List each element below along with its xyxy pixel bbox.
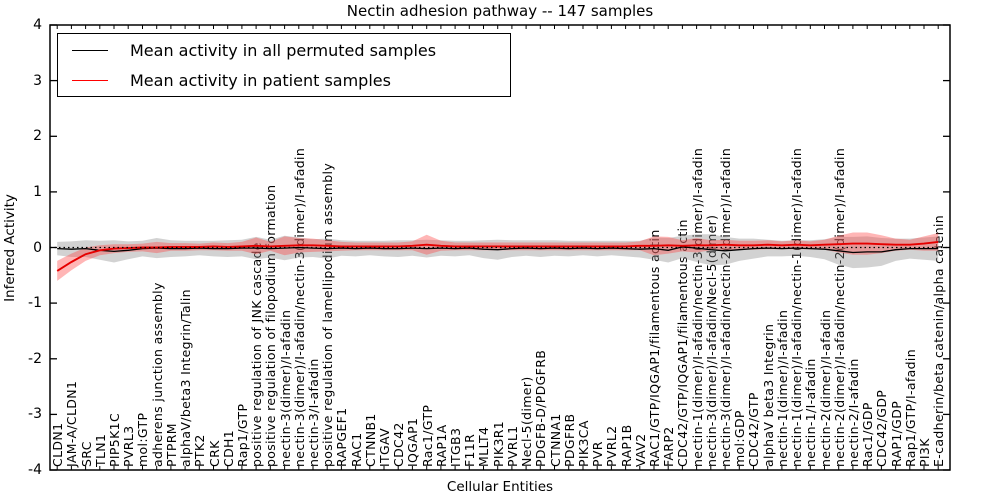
x-tick-label: PVRL2 <box>604 425 620 467</box>
x-tick-label: PIK3R1 <box>490 420 506 467</box>
y-tick-label: -2 <box>28 350 42 367</box>
x-tick-label: positive regulation of JNK cascade <box>249 242 265 467</box>
x-tick-label: nectin-3(dimer)/I-afadin <box>277 309 293 467</box>
x-tick-label: mol:GTP <box>135 412 151 467</box>
x-tick-label: RAP1B <box>618 424 634 467</box>
x-tick-label: F11R <box>462 433 478 467</box>
x-tick-label: VAV2 <box>632 433 648 467</box>
x-tick-label: CTNNB1 <box>362 413 378 467</box>
x-tick-label: PIP5K1C <box>107 412 123 467</box>
x-tick-label: nectin-2(dimer)/I-afadin <box>817 309 833 467</box>
x-tick-label: alphaV/beta3 Integrin/Talin <box>178 289 194 467</box>
x-tick-label: PVRL3 <box>121 425 137 467</box>
x-tick-label: PI3K <box>916 438 932 467</box>
y-tick-label: 0 <box>33 239 42 256</box>
x-tick-label: nectin-1(dimer)/I-afadin/nectin-3(dimer)… <box>689 147 705 467</box>
y-tick-label: -4 <box>28 462 42 478</box>
x-tick-label: PIK3CA <box>575 420 591 467</box>
x-tick-label: RAC1/GTP/IQGAP1/filamentous actin <box>647 229 662 467</box>
x-tick-label: PDGFB-D/PDGFRB <box>533 349 549 467</box>
x-tick-label: FARP2 <box>661 426 677 467</box>
x-tick-label: RAPGEF1 <box>334 407 350 467</box>
legend-entry-permuted: Mean activity in all permuted samples <box>58 36 510 64</box>
x-tick-label: positive regulation of filopodium format… <box>263 184 279 467</box>
x-tick-label: nectin-3(dimer)/I-afadin/Necl-5(dimer) <box>703 214 719 467</box>
x-tick-label: PVRL1 <box>504 425 520 467</box>
x-tick-label: Rap1/GTP <box>234 403 250 467</box>
x-tick-label: TLN1 <box>92 433 108 467</box>
x-tick-label: CDC42/GDP <box>874 389 890 467</box>
x-tick-label: SRC <box>78 441 94 467</box>
x-tick-label: CDH1 <box>220 429 236 467</box>
x-tick-label: CDC42/GTP/IQGAP1/filamentous actin <box>675 219 691 467</box>
permuted-line-swatch <box>72 49 108 51</box>
legend-entry-patient: Mean activity in patient samples <box>58 66 510 94</box>
x-tick-label: Rac1/GDP <box>860 402 876 467</box>
x-tick-label: RAP1/GDP <box>888 400 904 467</box>
legend-label-patient: Mean activity in patient samples <box>130 70 391 90</box>
y-tick-label: 1 <box>33 183 42 200</box>
x-tick-label: CLDN1 <box>50 422 66 467</box>
x-tick-label: nectin-1(dimer)/I-afadin <box>774 309 790 467</box>
y-tick-label: 4 <box>33 17 42 33</box>
x-tick-label: positive regulation of lamellipodium ass… <box>320 162 336 467</box>
x-tick-label: CDC42 <box>391 422 407 467</box>
x-tick-label: Rac1/GTP <box>419 404 435 467</box>
x-tick-label: nectin-3/I-afadin <box>305 358 321 467</box>
x-tick-label: PTK2 <box>192 434 208 467</box>
x-tick-label: E-cadherin/beta catenin/alpha catenin <box>931 214 947 467</box>
x-tick-label: ITGAV <box>377 427 393 467</box>
x-tick-label: RAP1A <box>433 424 449 467</box>
y-tick-label: 2 <box>33 128 42 145</box>
x-tick-label: JAM-A/CLDN1 <box>64 380 80 467</box>
x-tick-label: ITGB3 <box>448 427 464 467</box>
x-tick-label: alphaV beta3 Integrin <box>760 323 776 467</box>
x-tick-label: IQGAP1 <box>405 417 421 467</box>
x-tick-label: CRK <box>206 440 222 467</box>
y-tick-label: 3 <box>33 72 42 89</box>
x-tick-label: RAC1 <box>348 432 364 467</box>
x-tick-label: PDGFRB <box>561 413 577 467</box>
x-tick-label: mol:GDP <box>732 410 748 467</box>
x-tick-label: CTNNA1 <box>547 413 563 467</box>
x-tick-label: nectin-1/I-afadin <box>803 358 819 467</box>
x-tick-label: nectin-1(dimer)/I-afadin/nectin-1(dimer)… <box>789 147 805 467</box>
x-axis-label: Cellular Entities <box>446 479 554 495</box>
patient-line-swatch <box>72 79 108 81</box>
y-tick-label: -1 <box>28 295 42 312</box>
x-tick-label: CDC42/GTP <box>746 392 762 467</box>
legend-label-permuted: Mean activity in all permuted samples <box>130 40 437 60</box>
x-tick-label: nectin-2/I-afadin <box>845 358 861 467</box>
x-tick-label: PVR <box>590 441 606 467</box>
x-tick-label: nectin-2(dimer)/I-afadin/nectin-2(dimer)… <box>831 147 847 467</box>
x-tick-label: Necl-5(dimer) <box>519 376 535 467</box>
legend: Mean activity in all permuted samples Me… <box>57 33 511 97</box>
y-tick-label: -3 <box>28 406 42 423</box>
x-tick-label: PTPRM <box>163 423 179 467</box>
x-tick-label: nectin-3(dimer)/I-afadin/nectin-3(dimer)… <box>291 147 307 467</box>
x-tick-label: adherens junction assembly <box>149 282 165 467</box>
x-tick-label: nectin-3(dimer)/I-afadin/nectin-2(dimer)… <box>718 147 734 467</box>
chart-title: Nectin adhesion pathway -- 147 samples <box>346 2 654 20</box>
x-tick-label: Rap1/GTP/I-afadin <box>902 349 918 467</box>
x-tick-label: MLLT4 <box>476 426 492 467</box>
